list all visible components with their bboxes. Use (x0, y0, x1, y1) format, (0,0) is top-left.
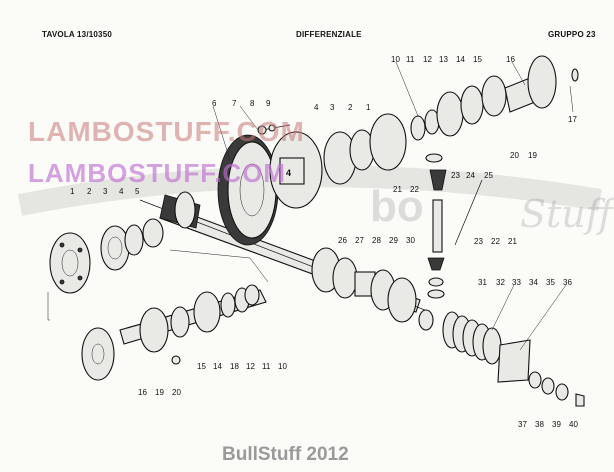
callout-6: 6 (212, 99, 217, 108)
bolt-group (257, 124, 291, 135)
ring-3 (124, 224, 144, 256)
callout-28: 28 (372, 236, 381, 245)
lower-shaft-group (81, 284, 267, 381)
callout-23-top: 23 (451, 171, 460, 180)
callout-12-bottom: 12 (246, 362, 255, 371)
callout-17: 17 (568, 115, 577, 124)
callout-22-top: 22 (410, 185, 419, 194)
watermark-logo-mid: bo (370, 182, 424, 231)
bearing-2 (100, 225, 130, 271)
callout-21-mid: 21 (508, 237, 517, 246)
callout-5: 5 (135, 187, 140, 196)
callout-19-bottom: 19 (155, 388, 164, 397)
callout-23-mid: 23 (474, 237, 483, 246)
callout-36: 36 (563, 278, 572, 287)
watermark-text-2: LAMBOSTUFF.COM (28, 158, 287, 188)
callout-27: 27 (355, 236, 364, 245)
callout-16-top: 16 (506, 55, 515, 64)
diagram-title: DIFFERENZIALE (296, 30, 362, 39)
callout-40: 40 (569, 420, 578, 429)
differential-case: 4 (269, 113, 407, 209)
callout-10-bottom: 10 (278, 362, 287, 371)
callout-7: 7 (232, 99, 237, 108)
callout-11-top: 11 (406, 55, 415, 64)
callout-1-left: 1 (70, 187, 75, 196)
flange-1 (49, 232, 91, 294)
watermark-text-1: LAMBOSTUFF.COM (28, 116, 305, 147)
callout-4-top: 4 (314, 103, 319, 112)
pinion-bearings (311, 247, 417, 323)
callout-9: 9 (266, 99, 271, 108)
footer-credit: BullStuff 2012 (222, 444, 349, 465)
callout-21-top: 21 (393, 185, 402, 194)
callout-13-top: 13 (439, 55, 448, 64)
callout-38: 38 (535, 420, 544, 429)
callout-33: 33 (512, 278, 521, 287)
callout-20-top: 20 (510, 151, 519, 160)
callout-24: 24 (466, 171, 475, 180)
crown-wheel (217, 134, 279, 246)
callout-11-bottom: 11 (262, 362, 271, 371)
callout-19-top: 19 (528, 151, 537, 160)
callout-12-top: 12 (423, 55, 432, 64)
callout-2-top: 2 (348, 103, 353, 112)
callout-26: 26 (338, 236, 347, 245)
callout-14-top: 14 (456, 55, 465, 64)
callout-18: 18 (230, 362, 239, 371)
callout-10-top: 10 (391, 55, 400, 64)
callout-4-left: 4 (119, 187, 124, 196)
flange-16 (527, 55, 557, 109)
callout-14-bottom: 14 (213, 362, 222, 371)
table-number: TAVOLA 13/10350 (42, 30, 112, 39)
callout-31: 31 (478, 278, 487, 287)
callout-3-left: 3 (103, 187, 108, 196)
satellite-gears (425, 153, 483, 299)
callout-34: 34 (529, 278, 538, 287)
callout-25: 25 (484, 171, 493, 180)
watermark-logo-script: Stuff (520, 192, 613, 236)
callout-32: 32 (496, 278, 505, 287)
callout-29: 29 (389, 236, 398, 245)
callout-3-top: 3 (330, 103, 335, 112)
svg-text:4: 4 (286, 168, 291, 178)
callout-30: 30 (406, 236, 415, 245)
leader-lines (47, 61, 574, 351)
callout-15-top: 15 (473, 55, 482, 64)
callout-37: 37 (518, 420, 527, 429)
right-output-group (410, 55, 579, 141)
callout-8: 8 (250, 99, 255, 108)
clutch-pack (418, 309, 585, 407)
callout-20-bottom: 20 (172, 388, 181, 397)
ring-4 (142, 218, 164, 248)
group-number: GRUPPO 23 (548, 30, 596, 39)
callouts: 1 2 3 4 6 7 8 9 10 11 12 13 14 15 16 17 … (70, 55, 578, 429)
callout-1-top: 1 (366, 103, 371, 112)
callout-35: 35 (546, 278, 555, 287)
callout-15-bottom: 15 (197, 362, 206, 371)
callout-16-bottom: 16 (138, 388, 147, 397)
callout-22-mid: 22 (491, 237, 500, 246)
callout-2-left: 2 (87, 187, 92, 196)
callout-39: 39 (552, 420, 561, 429)
left-flange-group (49, 218, 164, 294)
